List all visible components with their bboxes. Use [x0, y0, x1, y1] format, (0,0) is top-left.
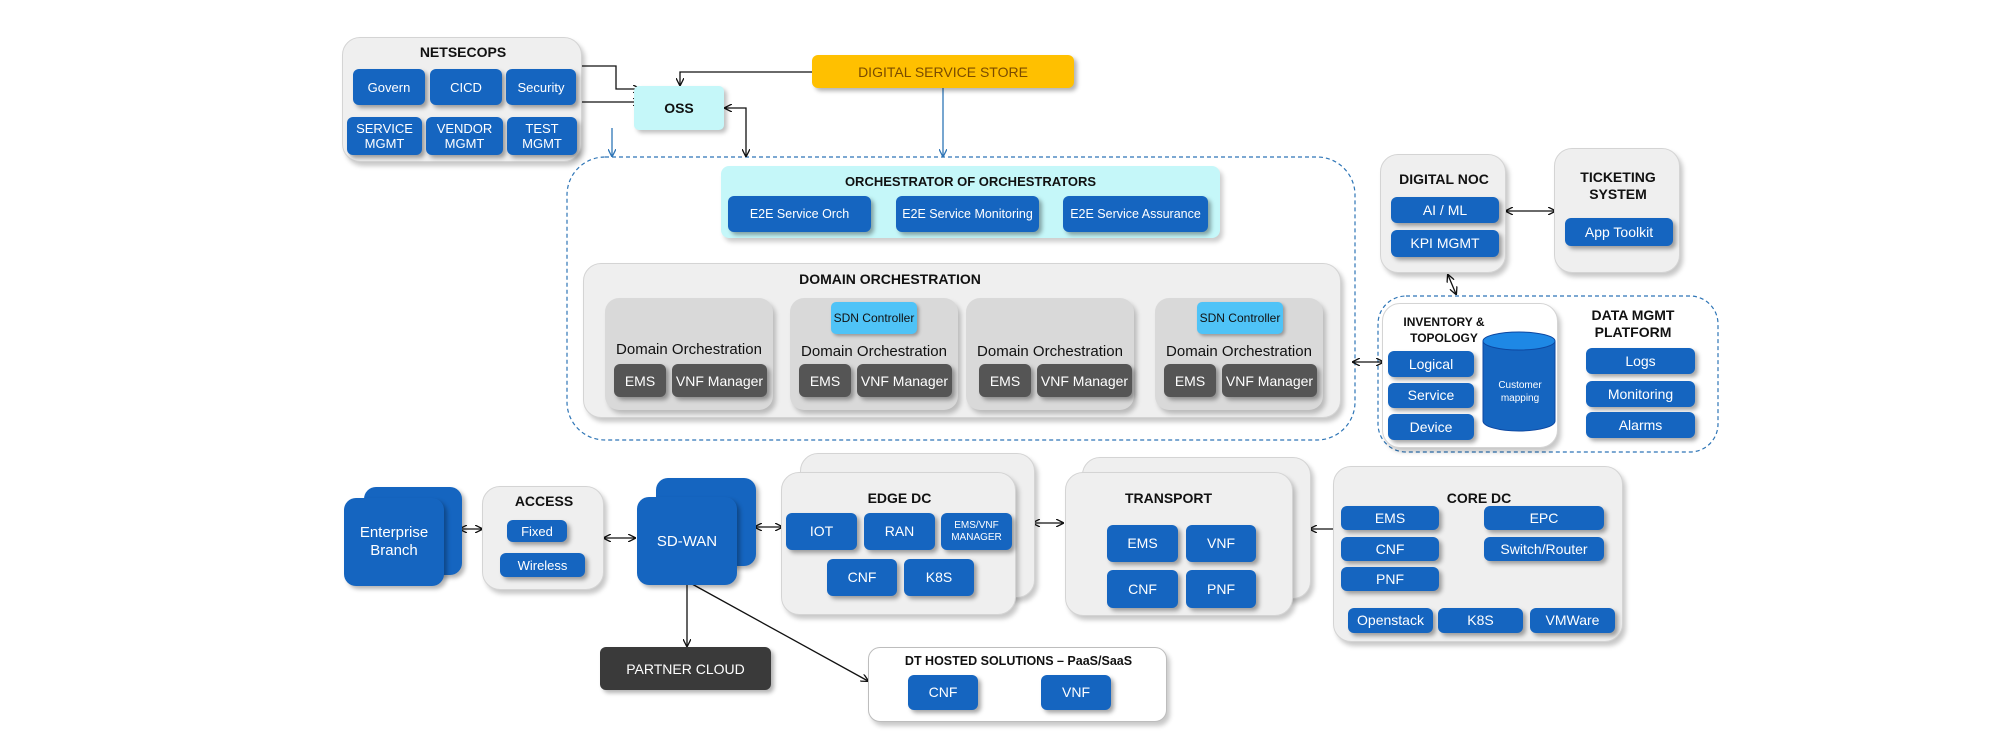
- openstack-button[interactable]: Openstack: [1348, 608, 1433, 633]
- edge-dc-panel: EDGE DC IOT RAN EMS/VNF MANAGER CNF K8S: [781, 472, 1016, 615]
- vendor-mgmt-button[interactable]: VENDOR MGMT: [426, 117, 503, 155]
- govern-button[interactable]: Govern: [353, 69, 425, 105]
- ems-vnf-manager-button[interactable]: EMS/VNF MANAGER: [941, 513, 1012, 550]
- alarms-button[interactable]: Alarms: [1586, 412, 1695, 438]
- dt-hosted-panel: DT HOSTED SOLUTIONS – PaaS/SaaS CNF VNF: [868, 647, 1167, 722]
- customer-mapping-label: Customer mapping: [1498, 380, 1542, 404]
- edge-cnf-button[interactable]: CNF: [827, 559, 897, 596]
- domain-block-3-label: Domain Orchestration: [977, 343, 1123, 360]
- domain-block-4-ems[interactable]: EMS: [1164, 364, 1216, 397]
- ticketing-title: TICKETING SYSTEM: [1580, 169, 1656, 202]
- domain-block-1-vnf-manager[interactable]: VNF Manager: [672, 364, 767, 397]
- dt-vnf-button[interactable]: VNF: [1041, 675, 1111, 710]
- e2e-service-assurance-button[interactable]: E2E Service Assurance: [1063, 196, 1208, 232]
- domain-orchestration-panel: DOMAIN ORCHESTRATION Domain Orchestratio…: [583, 263, 1341, 418]
- switch-router-button[interactable]: Switch/Router: [1484, 537, 1604, 561]
- service-button[interactable]: Service: [1388, 383, 1474, 408]
- edge-dc-title: EDGE DC: [867, 490, 932, 506]
- domain-block-3: Domain Orchestration EMS VNF Manager: [966, 298, 1134, 410]
- service-mgmt-button[interactable]: SERVICE MGMT: [347, 117, 422, 155]
- domain-block-4-label: Domain Orchestration: [1166, 343, 1312, 360]
- access-title: ACCESS: [514, 493, 574, 509]
- inventory-panel: INVENTORY & TOPOLOGY Logical Service Dev…: [1382, 303, 1558, 448]
- device-button[interactable]: Device: [1388, 414, 1474, 440]
- inventory-data-boundary: [1377, 295, 1719, 453]
- digital-noc-panel: DIGITAL NOC AI / ML KPI MGMT: [1380, 154, 1506, 273]
- data-mgmt-title: DATA MGMT PLATFORM: [1591, 307, 1675, 340]
- orchestration-boundary: [566, 156, 1356, 441]
- sdwan-box[interactable]: SD-WAN: [637, 497, 737, 585]
- test-mgmt-button[interactable]: TEST MGMT: [507, 117, 577, 155]
- transport-ems-button[interactable]: EMS: [1107, 525, 1178, 562]
- iot-button[interactable]: IOT: [786, 513, 857, 550]
- transport-pnf-button[interactable]: PNF: [1186, 570, 1256, 608]
- ai-ml-button[interactable]: AI / ML: [1391, 197, 1499, 223]
- fixed-button[interactable]: Fixed: [507, 520, 567, 542]
- cicd-button[interactable]: CICD: [430, 69, 502, 105]
- transport-cnf-button[interactable]: CNF: [1107, 570, 1178, 608]
- e2e-service-orch-button[interactable]: E2E Service Orch: [728, 196, 871, 232]
- dt-hosted-title: DT HOSTED SOLUTIONS – PaaS/SaaS: [904, 654, 1133, 668]
- wireless-button[interactable]: Wireless: [500, 553, 585, 577]
- core-pnf-button[interactable]: PNF: [1341, 567, 1439, 591]
- domain-block-1-label: Domain Orchestration: [616, 341, 762, 358]
- sdn-controller-1[interactable]: SDN Controller: [831, 302, 917, 334]
- ooo-panel: ORCHESTRATOR OF ORCHESTRATORS E2E Servic…: [721, 166, 1220, 238]
- enterprise-branch[interactable]: Enterprise Branch: [344, 498, 444, 586]
- customer-mapping-database-icon[interactable]: [1481, 331, 1559, 433]
- core-dc-panel: CORE DC EMS CNF PNF EPC Switch/Router Op…: [1333, 466, 1623, 642]
- security-button[interactable]: Security: [506, 69, 576, 105]
- core-ems-button[interactable]: EMS: [1341, 506, 1439, 530]
- logical-button[interactable]: Logical: [1388, 351, 1474, 377]
- core-dc-title: CORE DC: [1446, 490, 1512, 506]
- transport-vnf-button[interactable]: VNF: [1186, 525, 1256, 562]
- domain-block-4-vnf-manager[interactable]: VNF Manager: [1222, 364, 1317, 397]
- partner-cloud-box[interactable]: PARTNER CLOUD: [600, 647, 771, 690]
- edge-k8s-button[interactable]: K8S: [904, 559, 974, 596]
- digital-service-store[interactable]: DIGITAL SERVICE STORE: [812, 55, 1074, 88]
- ticketing-panel: TICKETING SYSTEM App Toolkit: [1554, 148, 1680, 273]
- transport-title: TRANSPORT: [1124, 490, 1213, 506]
- vmware-button[interactable]: VMWare: [1530, 608, 1615, 633]
- domain-block-1: Domain Orchestration EMS VNF Manager: [605, 298, 773, 410]
- domain-orchestration-title: DOMAIN ORCHESTRATION: [799, 271, 981, 287]
- kpi-mgmt-button[interactable]: KPI MGMT: [1391, 230, 1499, 257]
- core-k8s-button[interactable]: K8S: [1438, 608, 1523, 633]
- data-mgmt-panel: DATA MGMT PLATFORM Logs Monitoring Alarm…: [1569, 303, 1714, 448]
- domain-block-3-ems[interactable]: EMS: [979, 364, 1031, 397]
- digital-noc-title: DIGITAL NOC: [1399, 171, 1489, 187]
- epc-button[interactable]: EPC: [1484, 506, 1604, 530]
- dt-cnf-button[interactable]: CNF: [908, 675, 978, 710]
- domain-block-2-ems[interactable]: EMS: [799, 364, 851, 397]
- app-toolkit-button[interactable]: App Toolkit: [1565, 218, 1673, 246]
- sdn-controller-2[interactable]: SDN Controller: [1197, 302, 1283, 334]
- netsecops-title: NETSECOPS: [419, 44, 507, 60]
- netsecops-panel: NETSECOPS Govern CICD Security SERVICE M…: [342, 37, 582, 162]
- domain-block-1-ems[interactable]: EMS: [614, 364, 666, 397]
- domain-block-2-label: Domain Orchestration: [801, 343, 947, 360]
- logs-button[interactable]: Logs: [1586, 348, 1695, 374]
- domain-block-2-vnf-manager[interactable]: VNF Manager: [857, 364, 952, 397]
- monitoring-button[interactable]: Monitoring: [1586, 381, 1695, 407]
- domain-block-4: SDN Controller Domain Orchestration EMS …: [1155, 298, 1323, 410]
- domain-block-3-vnf-manager[interactable]: VNF Manager: [1037, 364, 1132, 397]
- ooo-title: ORCHESTRATOR OF ORCHESTRATORS: [844, 174, 1097, 189]
- core-cnf-button[interactable]: CNF: [1341, 537, 1439, 561]
- access-panel: ACCESS Fixed Wireless: [482, 486, 604, 590]
- ran-button[interactable]: RAN: [864, 513, 935, 550]
- domain-block-2: SDN Controller Domain Orchestration EMS …: [790, 298, 958, 410]
- oss-box[interactable]: OSS: [634, 86, 724, 130]
- e2e-service-monitoring-button[interactable]: E2E Service Monitoring: [896, 196, 1039, 232]
- transport-panel: TRANSPORT EMS VNF CNF PNF: [1065, 472, 1293, 616]
- inventory-title: INVENTORY & TOPOLOGY: [1403, 315, 1485, 345]
